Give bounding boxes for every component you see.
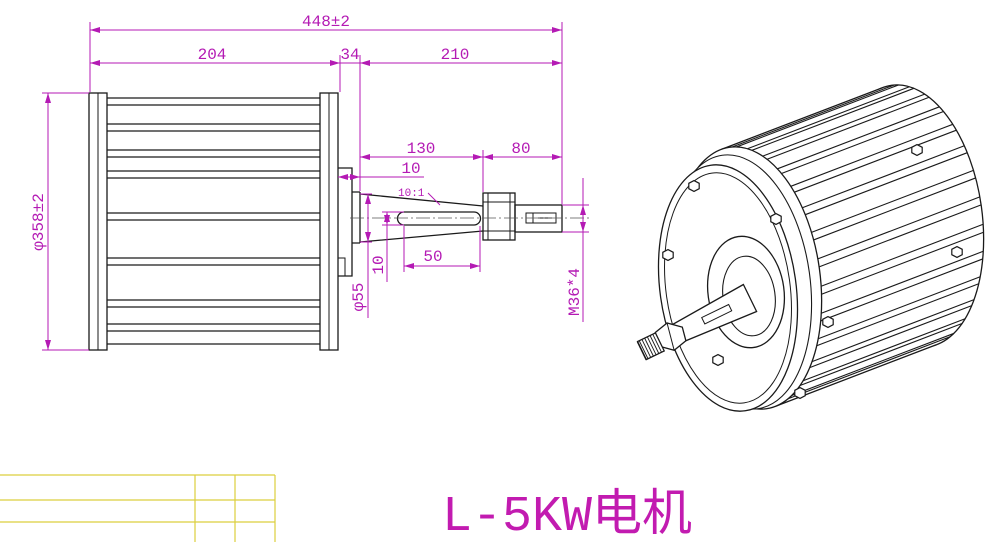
thread-line [649,335,660,354]
keyway [396,211,482,226]
drawing-title: L-5KW电机 [442,487,692,542]
bolt-head [794,386,806,400]
cooling-fin [736,84,899,148]
thread-line [646,336,657,356]
key-length-label: 50 [423,248,442,266]
bolt-head [662,248,674,262]
cooling-fin [787,336,951,400]
body-fins [107,97,320,345]
taper-ratio-label: 10:1 [398,188,425,200]
nut-chamfer [487,193,511,240]
drum-top-silhouette [720,86,884,151]
bolt-head [951,245,963,259]
cooling-fin [816,283,979,347]
cooling-fin [811,169,974,233]
cooling-fin [751,87,915,151]
overall-length-label: 448±2 [302,13,350,31]
cooling-fin [777,106,940,170]
shaft-end-face [636,341,647,360]
cooling-fin [747,86,910,150]
shaft-keyway [701,303,733,325]
cooling-fin [818,204,982,268]
cooling-fin [821,231,984,295]
motor-perspective-view [636,84,985,412]
cooling-fin [813,177,976,241]
cooling-fin [809,305,972,369]
cooling-fin [805,152,968,216]
cooling-fin [790,123,954,187]
cooling-fin [762,93,925,157]
bolt-head [770,212,782,226]
thread-line [644,337,654,357]
title-block [0,474,276,542]
body-diameter-label: φ358±2 [30,193,48,251]
cooling-fin [820,258,983,322]
end-length-label: 80 [511,140,530,158]
flange-gap-label: 34 [340,46,359,64]
bolt-head [688,179,700,193]
side-view [88,92,592,351]
tapered-shaft [359,193,484,243]
taper-leader [427,192,441,206]
cooling-fin [781,110,944,174]
shaft-shoulder-edge [352,191,360,244]
cooling-fin [794,129,957,193]
cooling-fin [820,223,984,287]
boss-notch [338,257,346,276]
cooling-fin [791,332,954,396]
cooling-fin [818,276,981,340]
threaded-end [514,204,563,233]
cooling-fin [821,250,984,314]
cooling-fin [766,96,930,160]
thread-line [641,339,652,358]
dimensions: 448±2 204 34 210 φ358±2 130 80 10 10:1 φ… [30,13,589,351]
nut-edge [666,322,675,351]
thread-line [652,333,662,353]
taper-length-label: 130 [407,140,436,158]
cooling-fin [817,196,981,260]
shaft-length-label: 210 [441,46,470,64]
bolt-head [712,353,724,367]
cooling-fin [802,318,966,382]
shoulder-label: 10 [401,160,420,178]
bolt-head [822,315,834,329]
shaft-diameter-label: φ55 [350,283,368,312]
cooling-fin [731,84,895,148]
cooling-fin [799,323,963,387]
cooling-fin [811,299,975,363]
key-width-label: 10 [370,255,388,274]
cooling-fin [802,145,965,209]
thread-label: M36*4 [566,268,584,316]
thread-line [638,340,649,359]
bolt-head [911,143,923,157]
body-length-label: 204 [198,46,227,64]
